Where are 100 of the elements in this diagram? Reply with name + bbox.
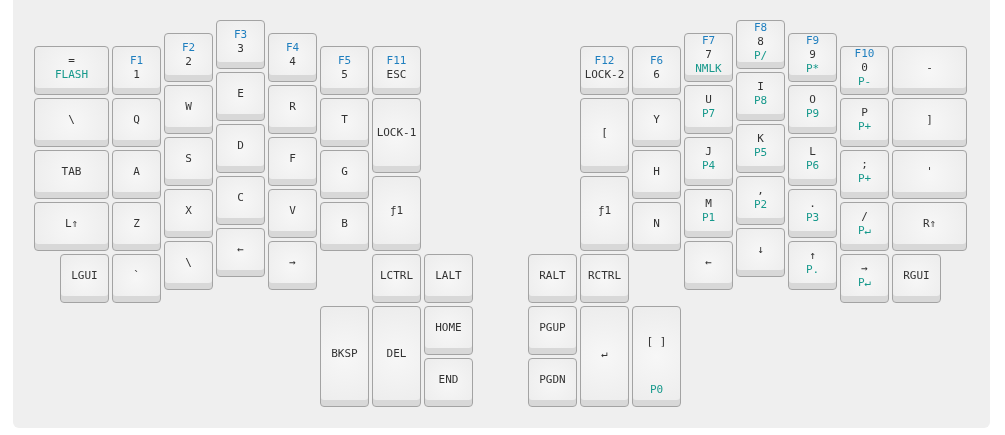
key-legend: K <box>757 131 764 146</box>
key-legend: ← <box>237 242 244 257</box>
key-legend: M <box>705 196 712 211</box>
key-legend: [ ] <box>646 335 667 349</box>
key-legend: X <box>185 203 192 218</box>
keyboard-key <box>372 46 421 95</box>
key-legend: , <box>757 183 764 198</box>
keyboard-key <box>840 150 889 199</box>
key-legend: END <box>438 372 459 387</box>
keyboard-key <box>788 33 837 82</box>
key-legend: G <box>341 164 348 179</box>
keyboard-key <box>892 254 941 303</box>
key-legend: P7 <box>701 106 716 121</box>
key-legend: H <box>653 164 660 179</box>
keyboard-key <box>372 98 421 173</box>
key-legend: P↵ <box>857 223 872 238</box>
keyboard-key <box>112 46 161 95</box>
keyboard-key <box>320 306 369 407</box>
keyboard-key <box>788 85 837 134</box>
keyboard-key <box>580 46 629 95</box>
keyboard-key <box>216 124 265 173</box>
key-legend: → <box>861 261 868 276</box>
key-legend: NMLK <box>695 61 722 76</box>
key-legend: 7 <box>705 47 712 62</box>
key-legend: U <box>705 92 712 107</box>
key-legend: FLASH <box>54 67 89 82</box>
key-legend: P* <box>805 61 820 76</box>
key-legend: V <box>289 203 296 218</box>
keyboard-key <box>268 85 317 134</box>
key-legend: F4 <box>285 40 300 55</box>
key-legend: ↑ <box>809 248 816 263</box>
key-legend: F1 <box>129 53 144 68</box>
keyboard-key <box>736 176 785 225</box>
key-legend: P+ <box>857 171 872 186</box>
keyboard-key <box>112 98 161 147</box>
keyboard-key <box>840 46 889 95</box>
key-legend: ; <box>861 157 868 172</box>
key-legend: ' <box>926 164 933 179</box>
key-legend: LGUI <box>71 268 98 283</box>
keyboard-key <box>632 202 681 251</box>
keyboard-key <box>528 306 577 355</box>
keyboard-key <box>424 254 473 303</box>
keyboard-key <box>164 33 213 82</box>
key-legend: - <box>926 60 933 75</box>
key-legend: O <box>809 92 816 107</box>
key-legend: P6 <box>805 158 820 173</box>
key-legend: → <box>289 255 296 270</box>
key-legend: HOME <box>435 320 462 335</box>
key-legend: PGDN <box>539 372 566 387</box>
keyboard-key <box>840 254 889 303</box>
key-legend: Z <box>133 216 140 231</box>
key-legend: J <box>705 144 712 159</box>
key-legend: P2 <box>753 197 768 212</box>
keyboard-key <box>34 46 109 95</box>
keyboard-key <box>112 254 161 303</box>
key-legend: 8 <box>757 34 764 49</box>
key-legend: ` <box>133 268 140 283</box>
key-legend: Y <box>653 112 660 127</box>
key-legend: F7 <box>701 33 716 48</box>
key-legend: BKSP <box>331 346 358 361</box>
keyboard-key <box>164 189 213 238</box>
key-legend: ƒ1 <box>597 203 612 218</box>
keyboard-key <box>112 202 161 251</box>
key-legend: P3 <box>805 210 820 225</box>
key-legend: = <box>68 53 75 68</box>
keyboard-key <box>684 85 733 134</box>
key-legend: Q <box>133 112 140 127</box>
key-legend: P. <box>805 262 820 277</box>
key-legend: ƒ1 <box>389 203 404 218</box>
keyboard-key <box>320 150 369 199</box>
keyboard-key <box>372 254 421 303</box>
keyboard-key <box>892 46 967 95</box>
key-legend: P9 <box>805 106 820 121</box>
key-legend: L⇑ <box>64 216 79 231</box>
key-legend: RCTRL <box>587 268 622 283</box>
keyboard-key <box>788 137 837 186</box>
key-legend: P↵ <box>857 275 872 290</box>
key-legend: ] <box>926 112 933 127</box>
keyboard-key <box>736 124 785 173</box>
keyboard-key <box>788 189 837 238</box>
keyboard-key <box>268 189 317 238</box>
key-legend: D <box>237 138 244 153</box>
key-legend: S <box>185 151 192 166</box>
keyboard-key <box>268 33 317 82</box>
key-legend: ↵ <box>601 346 608 361</box>
key-legend: 2 <box>185 54 192 69</box>
key-legend: [ <box>601 125 608 140</box>
key-legend: C <box>237 190 244 205</box>
keyboard-key <box>788 241 837 290</box>
key-legend: F <box>289 151 296 166</box>
key-legend: R⇑ <box>922 216 937 231</box>
key-legend: \ <box>185 255 192 270</box>
keyboard-key <box>216 20 265 69</box>
key-legend: I <box>757 79 764 94</box>
key-legend: 6 <box>653 67 660 82</box>
keyboard-key <box>34 98 109 147</box>
key-legend: N <box>653 216 660 231</box>
key-legend: F8 <box>753 20 768 35</box>
keyboard-key <box>424 306 473 355</box>
key-legend: DEL <box>386 346 407 361</box>
